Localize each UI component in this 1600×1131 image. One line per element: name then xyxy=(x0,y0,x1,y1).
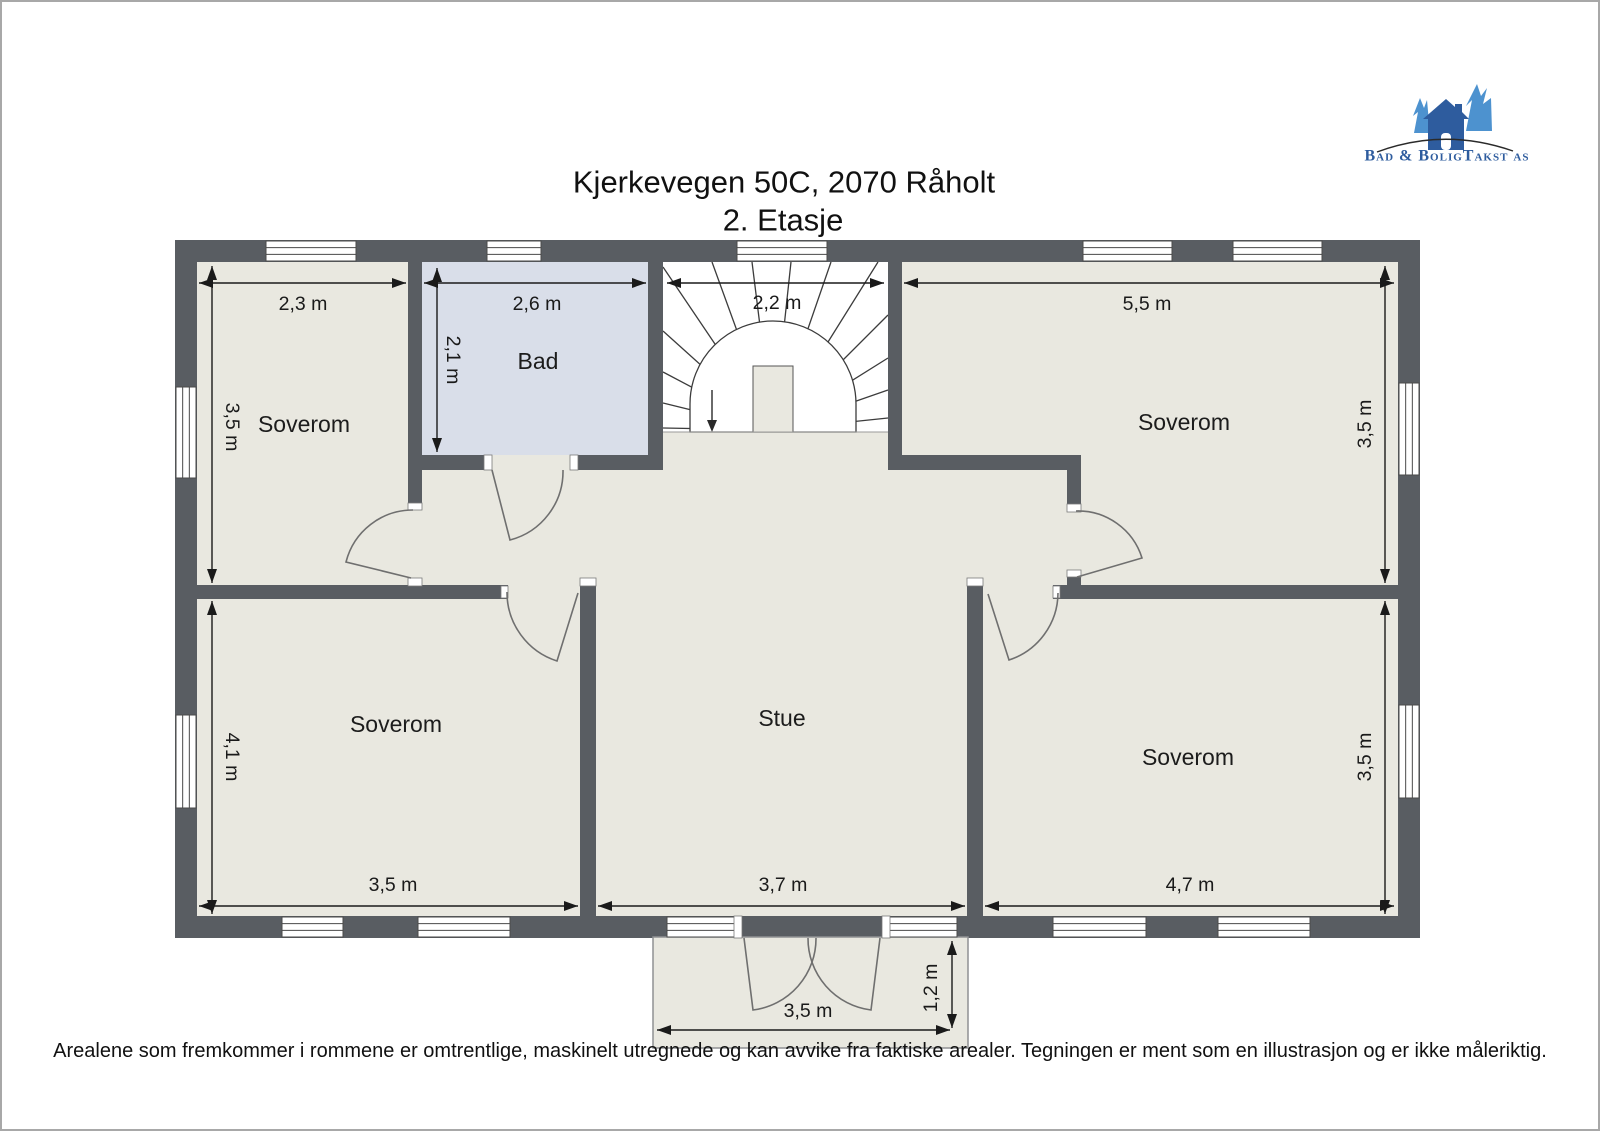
window xyxy=(881,916,958,938)
dim-bad-height: 2,1 m xyxy=(442,336,464,385)
logo-ground-swoosh xyxy=(1376,138,1514,153)
logo-tree-left-icon xyxy=(1413,98,1430,133)
room-labels: Soverom Bad Soverom Soverom Stue Soverom xyxy=(258,348,1234,770)
door-soverom-sw xyxy=(506,591,579,663)
balcony-door-right xyxy=(807,937,881,1011)
window xyxy=(1082,240,1173,262)
bathroom-floor xyxy=(422,262,648,455)
window xyxy=(666,916,743,938)
doors xyxy=(345,469,1144,1011)
logo-house-icon xyxy=(1423,99,1469,150)
window xyxy=(1398,704,1420,799)
windows xyxy=(175,240,1420,938)
room-label-soverom-ne: Soverom xyxy=(1138,409,1230,435)
window xyxy=(175,386,197,479)
door-bad xyxy=(491,469,564,541)
dim-soverom-nw-height: 3,5 m xyxy=(221,403,243,452)
door-soverom-se xyxy=(987,592,1059,662)
dim-balkong-height: 1,2 m xyxy=(920,964,942,1013)
window xyxy=(1398,382,1420,476)
dim-soverom-ne-width: 5,5 m xyxy=(1123,293,1172,315)
room-label-bad: Bad xyxy=(518,348,559,374)
window xyxy=(736,240,828,262)
page-title: Kjerkevegen 50C, 2070 Råholt xyxy=(573,165,996,200)
logo-house-door xyxy=(1441,133,1451,150)
dim-soverom-sw-width: 3,5 m xyxy=(369,874,418,896)
dim-balkong-width: 3,5 m xyxy=(784,1000,833,1022)
dim-stairs-width: 2,2 m xyxy=(753,292,802,314)
window xyxy=(175,714,197,809)
dim-stue-width: 3,7 m xyxy=(759,874,808,896)
page-subtitle: 2. Etasje xyxy=(723,203,844,238)
window xyxy=(417,916,511,938)
room-label-soverom-nw: Soverom xyxy=(258,411,350,437)
interior-walls xyxy=(197,262,1398,916)
dim-soverom-se-height: 3,5 m xyxy=(1354,733,1376,782)
dim-soverom-se-width: 4,7 m xyxy=(1166,874,1215,896)
dim-bad-width: 2,6 m xyxy=(513,293,562,315)
dim-soverom-ne-height: 3,5 m xyxy=(1354,400,1376,449)
company-logo: Bad & BoligTakst as xyxy=(1365,84,1530,165)
logo-company-name: Bad & BoligTakst as xyxy=(1365,148,1530,165)
disclaimer-text: Arealene som fremkommer i rommene er omt… xyxy=(53,1040,1547,1062)
window xyxy=(1217,916,1311,938)
window xyxy=(486,240,542,262)
stair-newel xyxy=(752,365,794,433)
room-label-soverom-se: Soverom xyxy=(1142,744,1234,770)
window xyxy=(1052,916,1147,938)
door-soverom-ne xyxy=(1075,510,1144,578)
door-soverom-nw xyxy=(345,509,414,579)
balcony-door-left xyxy=(743,937,817,1011)
staircase xyxy=(662,261,889,433)
window xyxy=(1232,240,1323,262)
room-label-soverom-sw: Soverom xyxy=(350,711,442,737)
door-jambs xyxy=(407,454,1082,939)
dim-soverom-sw-height: 4,1 m xyxy=(221,733,243,782)
logo-tree-right-icon xyxy=(1466,84,1492,131)
window xyxy=(265,240,357,262)
dimensions: 2,3 m 2,6 m 2,2 m 5,5 m 3,5 m 2,1 m 3,5 … xyxy=(199,266,1394,1035)
room-label-stue: Stue xyxy=(758,705,805,731)
dim-soverom-nw-width: 2,3 m xyxy=(279,293,328,315)
stair-down-arrowhead xyxy=(707,420,717,432)
window xyxy=(281,916,344,938)
